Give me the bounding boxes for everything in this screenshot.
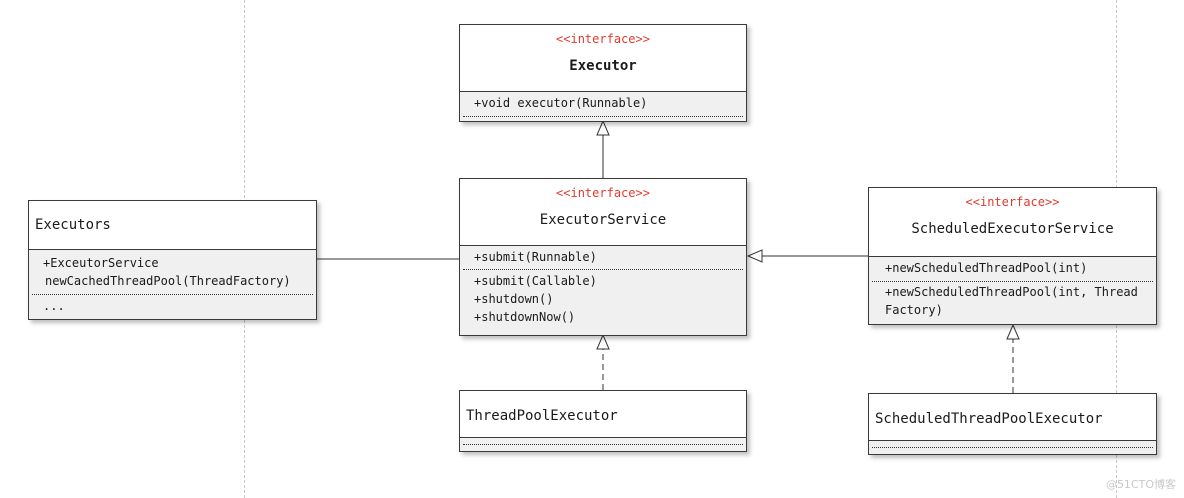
executors-method-line2: newCachedThreadPool(ThreadFactory) — [45, 274, 291, 288]
executor-name: Executor — [569, 58, 637, 74]
executor-triangle-head — [596, 119, 610, 136]
threadpoolexecutor-class-box: ThreadPoolExecutor — [459, 390, 747, 452]
executor-stereotype: <<interface>> — [556, 32, 650, 46]
scheduled-executorservice-stereotype: <<interface>> — [965, 195, 1060, 209]
scheduledthreadpoolexecutor-name: ScheduledThreadPoolExecutor — [875, 411, 1103, 427]
executorservice-stereotype: <<interface>> — [556, 186, 650, 200]
executorservice-bottom-triangle-head — [596, 333, 610, 350]
threadpoolexecutor-divider — [463, 444, 743, 445]
scheduled-executorservice-name: ScheduledExecutorService — [911, 221, 1114, 237]
executor-method-execute: +void executor(Runnable) — [474, 96, 648, 110]
scheduled-executorservice-methods: +newScheduledThreadPool(int) +newSchedul… — [869, 256, 1156, 324]
scheduledthreadpoolexecutor-class-box: ScheduledThreadPoolExecutor — [868, 393, 1157, 455]
executors-method-line1: +ExceutorService — [43, 256, 159, 270]
scheduled-method-int-factory-line1: +newScheduledThreadPool(int, Thread — [885, 285, 1138, 299]
executor-divider — [463, 116, 743, 117]
executorservice-method-shutdownnow: +shutdownNow() — [474, 310, 576, 324]
scheduled-method-int: +newScheduledThreadPool(int) — [885, 261, 1088, 275]
scheduled-executorservice-interface-box: <<interface>> ScheduledExecutorService +… — [868, 187, 1157, 325]
scheduledthreadpoolexecutor-divider — [872, 447, 1153, 448]
executorservice-name: ExecutorService — [539, 212, 667, 228]
watermark: @51CTO博客 — [1105, 478, 1176, 491]
executorservice-method-shutdown: +shutdown() — [474, 292, 554, 306]
executorservice-methods: +submit(Runnable) +submit(Callable) +shu… — [460, 245, 746, 335]
executorservice-side-triangle-head — [746, 249, 763, 263]
executors-divider — [32, 294, 313, 295]
threadpoolexecutor-body — [460, 437, 746, 451]
scheduled-divider — [872, 281, 1153, 282]
executors-more: ... — [43, 299, 65, 313]
executors-name: Executors — [35, 217, 111, 233]
executor-interface-box: <<interface>> Executor +void executor(Ru… — [459, 24, 747, 122]
executor-methods: +void executor(Runnable) — [460, 91, 746, 121]
scheduled-method-int-factory-line2: Factory) — [885, 303, 943, 317]
executorservice-divider — [463, 269, 743, 270]
executors-methods: +ExceutorService newCachedThreadPool(Thr… — [29, 249, 316, 319]
threadpoolexecutor-name: ThreadPoolExecutor — [466, 408, 618, 424]
scheduledthreadpoolexecutor-body — [869, 440, 1156, 454]
executorservice-method-submit-runnable: +submit(Runnable) — [474, 250, 597, 264]
executorservice-method-submit-callable: +submit(Callable) — [474, 274, 597, 288]
executors-class-box: Executors +ExceutorService newCachedThre… — [28, 200, 317, 320]
executorservice-interface-box: <<interface>> ExecutorService +submit(Ru… — [459, 178, 747, 336]
scheduled-interface-triangle-head — [1006, 323, 1020, 340]
